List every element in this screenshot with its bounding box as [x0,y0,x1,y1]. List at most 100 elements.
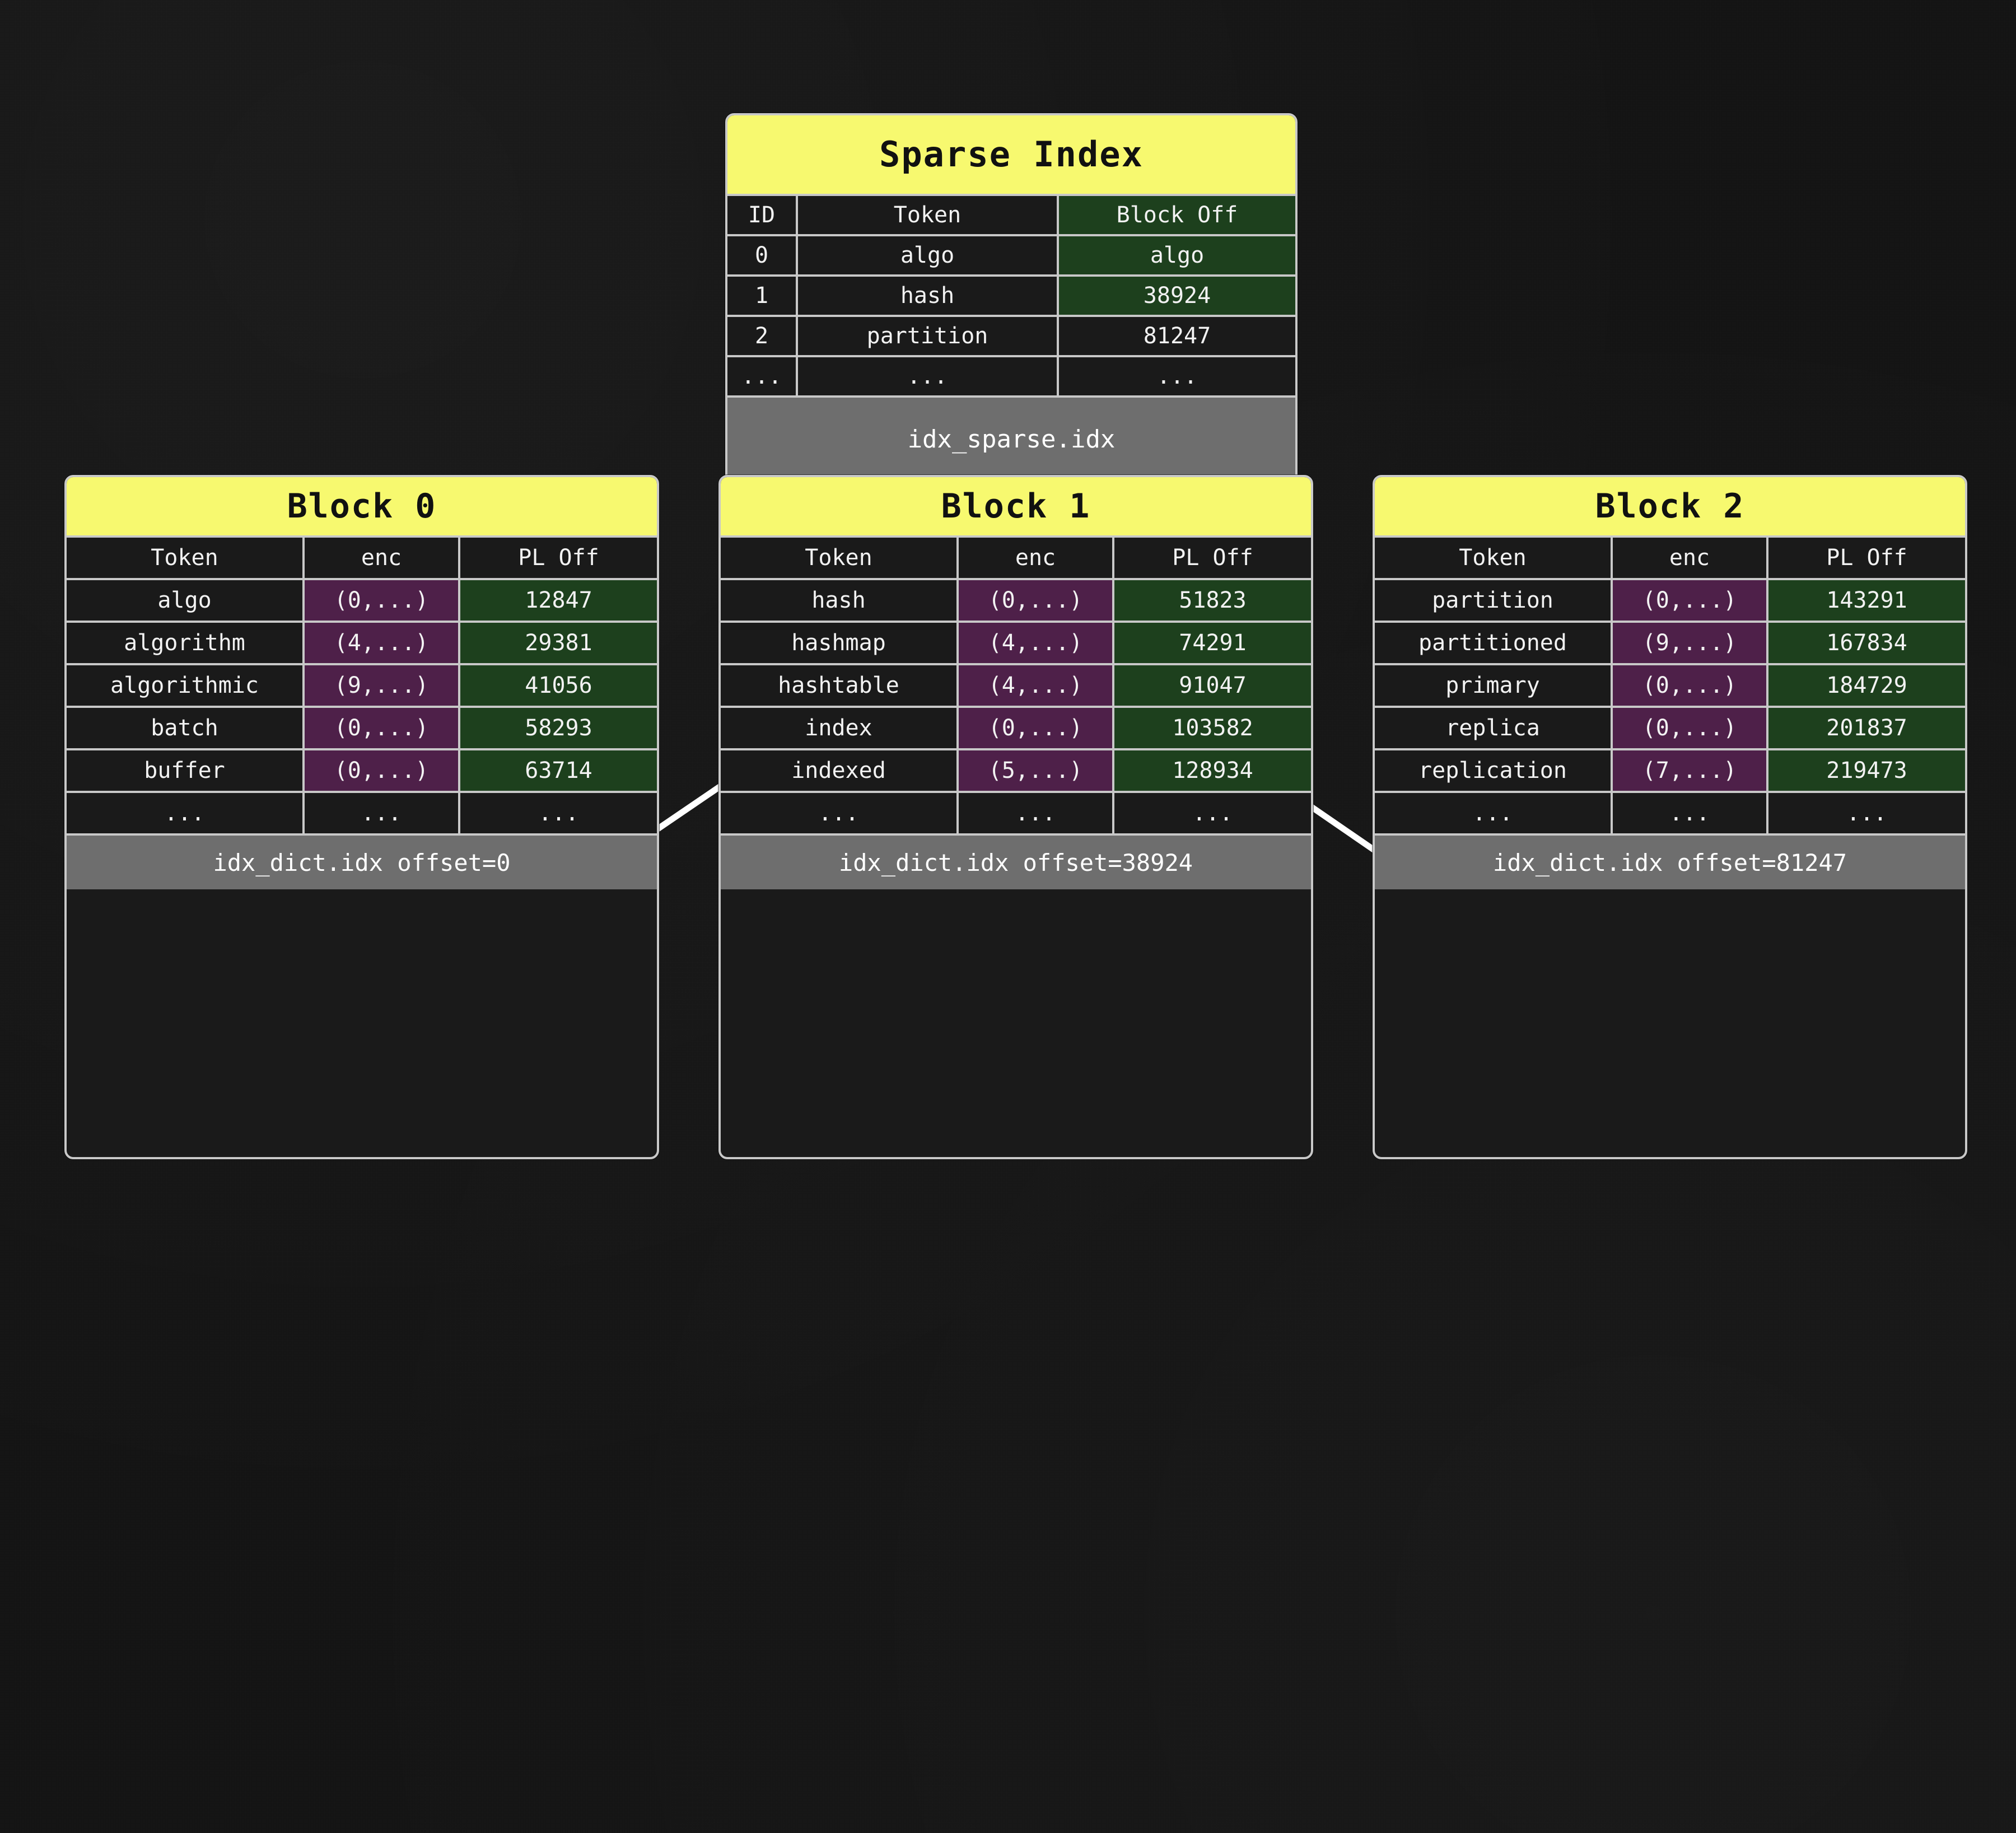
block-2-title: Block 2 [1375,477,1965,535]
cell-token: buffer [67,748,305,791]
table-header-row: Token enc PL Off [721,535,1311,578]
column-header-enc: enc [1613,535,1768,578]
table-row[interactable]: replica (0,...) 201837 [1375,706,1965,748]
column-header-pl-off: PL Off [460,535,657,578]
cell-id: 2 [727,315,798,355]
column-header-pl-off: PL Off [1768,535,1965,578]
table-row[interactable]: 1 hash 38924 [727,274,1295,315]
block-card-1[interactable]: Block 1 Token enc PL Off hash (0,...) 51… [718,475,1313,1159]
table-row[interactable]: partition (0,...) 143291 [1375,578,1965,621]
table-row[interactable]: batch (0,...) 58293 [67,706,657,748]
cell-enc: (0,...) [305,706,460,748]
cell-id: 1 [727,274,798,315]
cell-id: 0 [727,234,798,274]
cell-id: ... [727,355,798,395]
cell-token: replication [1375,748,1613,791]
table-row[interactable]: buffer (0,...) 63714 [67,748,657,791]
cell-block-off: 81247 [1059,315,1295,355]
cell-block-off: algo [1059,234,1295,274]
table-row[interactable]: primary (0,...) 184729 [1375,663,1965,706]
column-header-token: Token [721,535,959,578]
block-0-table: Token enc PL Off algo (0,...) 12847 algo… [67,535,657,833]
column-header-id: ID [727,194,798,234]
cell-enc: (0,...) [1613,663,1768,706]
cell-pl-off: ... [1768,791,1965,833]
sparse-index-footer-filename: idx_sparse.idx [727,395,1295,481]
cell-pl-off: 167834 [1768,621,1965,663]
table-row[interactable]: index (0,...) 103582 [721,706,1311,748]
sparse-index-card[interactable]: Sparse Index ID Token Block Off 0 algo a… [725,113,1298,687]
table-row[interactable]: algo (0,...) 12847 [67,578,657,621]
table-row[interactable]: replication (7,...) 219473 [1375,748,1965,791]
cell-enc: (9,...) [305,663,460,706]
block-1-title: Block 1 [721,477,1311,535]
block-0-title: Block 0 [67,477,657,535]
cell-pl-off: 29381 [460,621,657,663]
cell-token: hash [721,578,959,621]
cell-pl-off: ... [1114,791,1311,833]
cell-token: ... [1375,791,1613,833]
cell-enc: (7,...) [1613,748,1768,791]
cell-token: batch [67,706,305,748]
cell-pl-off: 58293 [460,706,657,748]
cell-pl-off: ... [460,791,657,833]
cell-pl-off: 51823 [1114,578,1311,621]
cell-pl-off: 103582 [1114,706,1311,748]
column-header-pl-off: PL Off [1114,535,1311,578]
cell-pl-off: 12847 [460,578,657,621]
cell-enc: (4,...) [959,621,1114,663]
cell-pl-off: 143291 [1768,578,1965,621]
cell-token: hashtable [721,663,959,706]
cell-token: algo [67,578,305,621]
table-row-ellipsis: ... ... ... [67,791,657,833]
cell-token: hashmap [721,621,959,663]
column-header-block-off: Block Off [1059,194,1295,234]
cell-token: ... [798,355,1059,395]
column-header-token: Token [798,194,1059,234]
cell-token: partition [798,315,1059,355]
table-row-ellipsis: ... ... ... [727,355,1295,395]
cell-enc: (0,...) [959,706,1114,748]
block-0-footer-filename: idx_dict.idx offset=0 [67,833,657,889]
cell-enc: (0,...) [1613,706,1768,748]
cell-token: index [721,706,959,748]
cell-pl-off: 201837 [1768,706,1965,748]
cell-token: algo [798,234,1059,274]
cell-pl-off: 74291 [1114,621,1311,663]
cell-enc: (0,...) [305,748,460,791]
cell-pl-off: 63714 [460,748,657,791]
cell-token: algorithmic [67,663,305,706]
table-header-row: Token enc PL Off [67,535,657,578]
cell-pl-off: 184729 [1768,663,1965,706]
table-row[interactable]: hashtable (4,...) 91047 [721,663,1311,706]
cell-token: primary [1375,663,1613,706]
table-row[interactable]: algorithm (4,...) 29381 [67,621,657,663]
table-header-row: ID Token Block Off [727,194,1295,234]
block-2-footer-filename: idx_dict.idx offset=81247 [1375,833,1965,889]
block-card-2[interactable]: Block 2 Token enc PL Off partition (0,..… [1373,475,1967,1159]
column-header-token: Token [67,535,305,578]
cell-token: partition [1375,578,1613,621]
table-row[interactable]: hashmap (4,...) 74291 [721,621,1311,663]
table-row[interactable]: partitioned (9,...) 167834 [1375,621,1965,663]
block-2-table: Token enc PL Off partition (0,...) 14329… [1375,535,1965,833]
cell-enc: (0,...) [959,578,1114,621]
sparse-index-title: Sparse Index [727,115,1295,194]
cell-enc: (5,...) [959,748,1114,791]
cell-token: replica [1375,706,1613,748]
cell-pl-off: 91047 [1114,663,1311,706]
column-header-enc: enc [959,535,1114,578]
table-row[interactable]: algorithmic (9,...) 41056 [67,663,657,706]
cell-pl-off: 219473 [1768,748,1965,791]
block-card-0[interactable]: Block 0 Token enc PL Off algo (0,...) 12… [64,475,659,1159]
table-row[interactable]: 2 partition 81247 [727,315,1295,355]
cell-pl-off: 41056 [460,663,657,706]
cell-enc: (9,...) [1613,621,1768,663]
table-row[interactable]: hash (0,...) 51823 [721,578,1311,621]
table-row[interactable]: 0 algo algo [727,234,1295,274]
table-row[interactable]: indexed (5,...) 128934 [721,748,1311,791]
cell-block-off: 38924 [1059,274,1295,315]
sparse-index-table: ID Token Block Off 0 algo algo 1 hash 38… [727,194,1295,395]
cell-token: algorithm [67,621,305,663]
column-header-enc: enc [305,535,460,578]
